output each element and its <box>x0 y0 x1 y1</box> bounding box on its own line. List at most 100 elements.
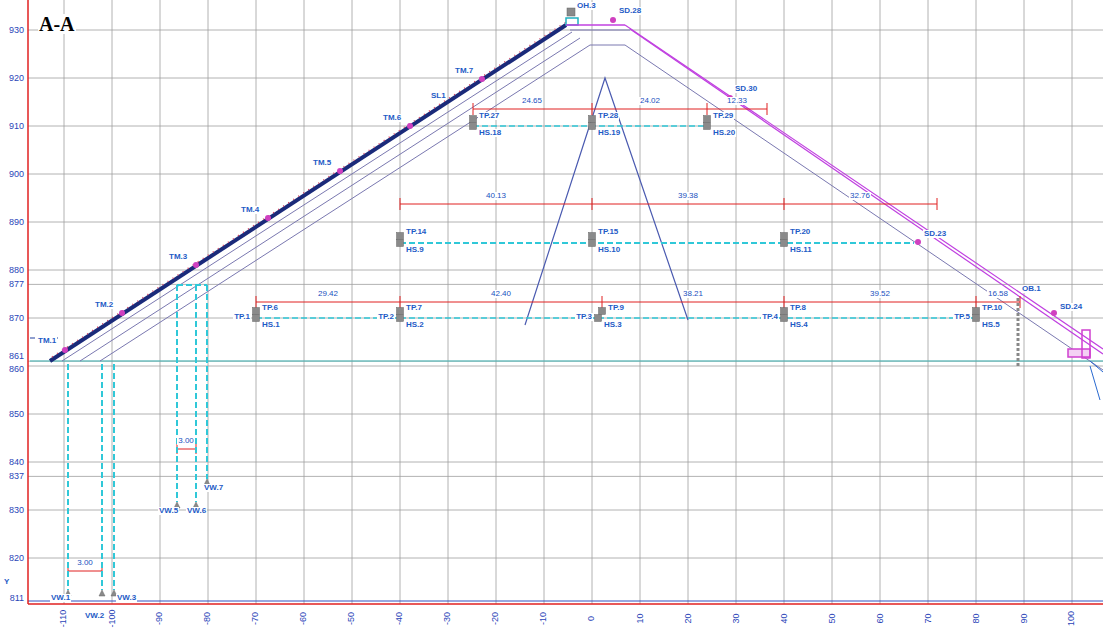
toe-structure <box>1082 330 1090 358</box>
instrument-label: HS.9 <box>405 246 425 254</box>
toe-structure <box>1068 349 1090 357</box>
station-label: -40 <box>395 610 404 625</box>
instrument-label: HS.11 <box>789 246 813 254</box>
instrument-label: TM.2 <box>94 301 114 309</box>
crest-block <box>566 18 578 25</box>
instrument-label: TP.8 <box>789 304 807 312</box>
instrument-label: TM.1 <box>37 337 57 345</box>
elevation-label: 920 <box>8 74 25 83</box>
instrument-label: TP.5 <box>953 313 971 321</box>
drain <box>1090 361 1103 400</box>
instrument-label: TP.7 <box>405 304 423 312</box>
instrument-label: TM.5 <box>312 159 332 167</box>
instrument-label: HS.19 <box>597 129 621 137</box>
instrument-label: HS.1 <box>261 321 281 329</box>
instrument-label: HS.4 <box>789 321 809 329</box>
core <box>525 78 688 325</box>
elevation-label: 840 <box>8 458 25 467</box>
elevation-label: 830 <box>8 506 25 515</box>
instrument-label: HS.3 <box>603 321 623 329</box>
instrument-label: TP.14 <box>405 228 427 236</box>
instrument-label: TM.3 <box>168 253 188 261</box>
instrument-label: TP.28 <box>597 112 619 120</box>
instrument-label: HS.20 <box>712 129 736 137</box>
instrument-label: SD.24 <box>1059 303 1083 311</box>
dimension: 12.33 <box>726 97 748 105</box>
elevation-label: 820 <box>8 554 25 563</box>
elevation-label: 877 <box>8 280 25 289</box>
instrument-label: VW.2 <box>84 612 105 620</box>
station-label: 90 <box>1019 612 1028 624</box>
piezometer-lines <box>68 126 976 590</box>
elevation-label: 811 <box>9 594 25 603</box>
station-label: 70 <box>923 612 932 624</box>
dimension: 39.38 <box>677 192 699 200</box>
ground-line <box>30 360 1103 361</box>
elevation-label: 837 <box>8 472 25 481</box>
instrument-label: SL1 <box>430 92 447 100</box>
elevation-label: 860 <box>8 365 25 374</box>
axis-symbol: Y <box>3 578 10 586</box>
instrument-label: TP.1 <box>233 313 251 321</box>
dimension: 24.02 <box>639 97 661 105</box>
instrument-label: VW.6 <box>186 507 207 515</box>
instrument-label: VW.3 <box>116 594 137 602</box>
station-label: -10 <box>539 610 548 625</box>
dimension: 42.40 <box>490 290 512 298</box>
elevation-label: 900 <box>8 170 25 179</box>
instrument-label: HS.5 <box>981 321 1001 329</box>
station-label: -110 <box>59 608 68 627</box>
instrument-label: TP.10 <box>981 304 1003 312</box>
instrument-label: VW.1 <box>50 594 71 602</box>
downstream-face <box>625 25 1103 349</box>
survey-points <box>62 17 1057 353</box>
instrument-label: TP.20 <box>789 228 811 236</box>
instrument-label: VW.7 <box>203 484 224 492</box>
instrument-label: SD.28 <box>618 7 642 15</box>
instrument-label: TP.29 <box>712 112 734 120</box>
dimension: 24.65 <box>521 97 543 105</box>
station-label: 40 <box>779 612 788 624</box>
elevation-label: 850 <box>8 410 25 419</box>
axis <box>27 0 29 604</box>
dimension: 3.00 <box>177 437 195 445</box>
station-label: 10 <box>635 612 644 624</box>
instrument-label: VW.5 <box>158 507 179 515</box>
upstream-face <box>50 25 566 361</box>
instrument-label: TP.27 <box>478 112 500 120</box>
downstream-face <box>630 29 1103 354</box>
crest <box>566 24 625 26</box>
face-hatch <box>52 22 566 357</box>
station-label: 0 <box>587 614 596 621</box>
elevation-label: 870 <box>8 314 25 323</box>
instrument-label: HS.18 <box>478 129 502 137</box>
station-label: -60 <box>299 610 308 625</box>
base-line <box>28 601 1103 602</box>
zone-lines <box>62 30 1103 370</box>
instrument-label: OH.3 <box>576 2 597 10</box>
dimension: 39.52 <box>869 290 891 298</box>
station-label: -30 <box>443 610 452 625</box>
instrument-label: TM.6 <box>382 114 402 122</box>
station-label: -90 <box>155 610 164 625</box>
instrument-boxes <box>65 8 980 596</box>
instrument-label: OB.1 <box>1021 285 1042 293</box>
elevation-label: 861 <box>8 352 25 361</box>
dimension: 40.13 <box>485 192 507 200</box>
instrument-label: TP.4 <box>761 313 779 321</box>
instrument-label: SD.23 <box>923 230 947 238</box>
instrument-label: TM.4 <box>240 206 260 214</box>
instrument-label: TP.2 <box>377 313 395 321</box>
instrument-label: HS.2 <box>405 321 425 329</box>
station-label: 80 <box>971 612 980 624</box>
instrument-label: SD.30 <box>734 85 758 93</box>
dimension: 16.58 <box>987 290 1009 298</box>
observation-well <box>1017 298 1020 366</box>
dimension-lines <box>68 103 1020 576</box>
station-label: 100 <box>1068 609 1077 626</box>
station-label: 60 <box>875 612 884 624</box>
station-label: -20 <box>491 610 500 625</box>
instrument-label: TP.3 <box>575 313 593 321</box>
